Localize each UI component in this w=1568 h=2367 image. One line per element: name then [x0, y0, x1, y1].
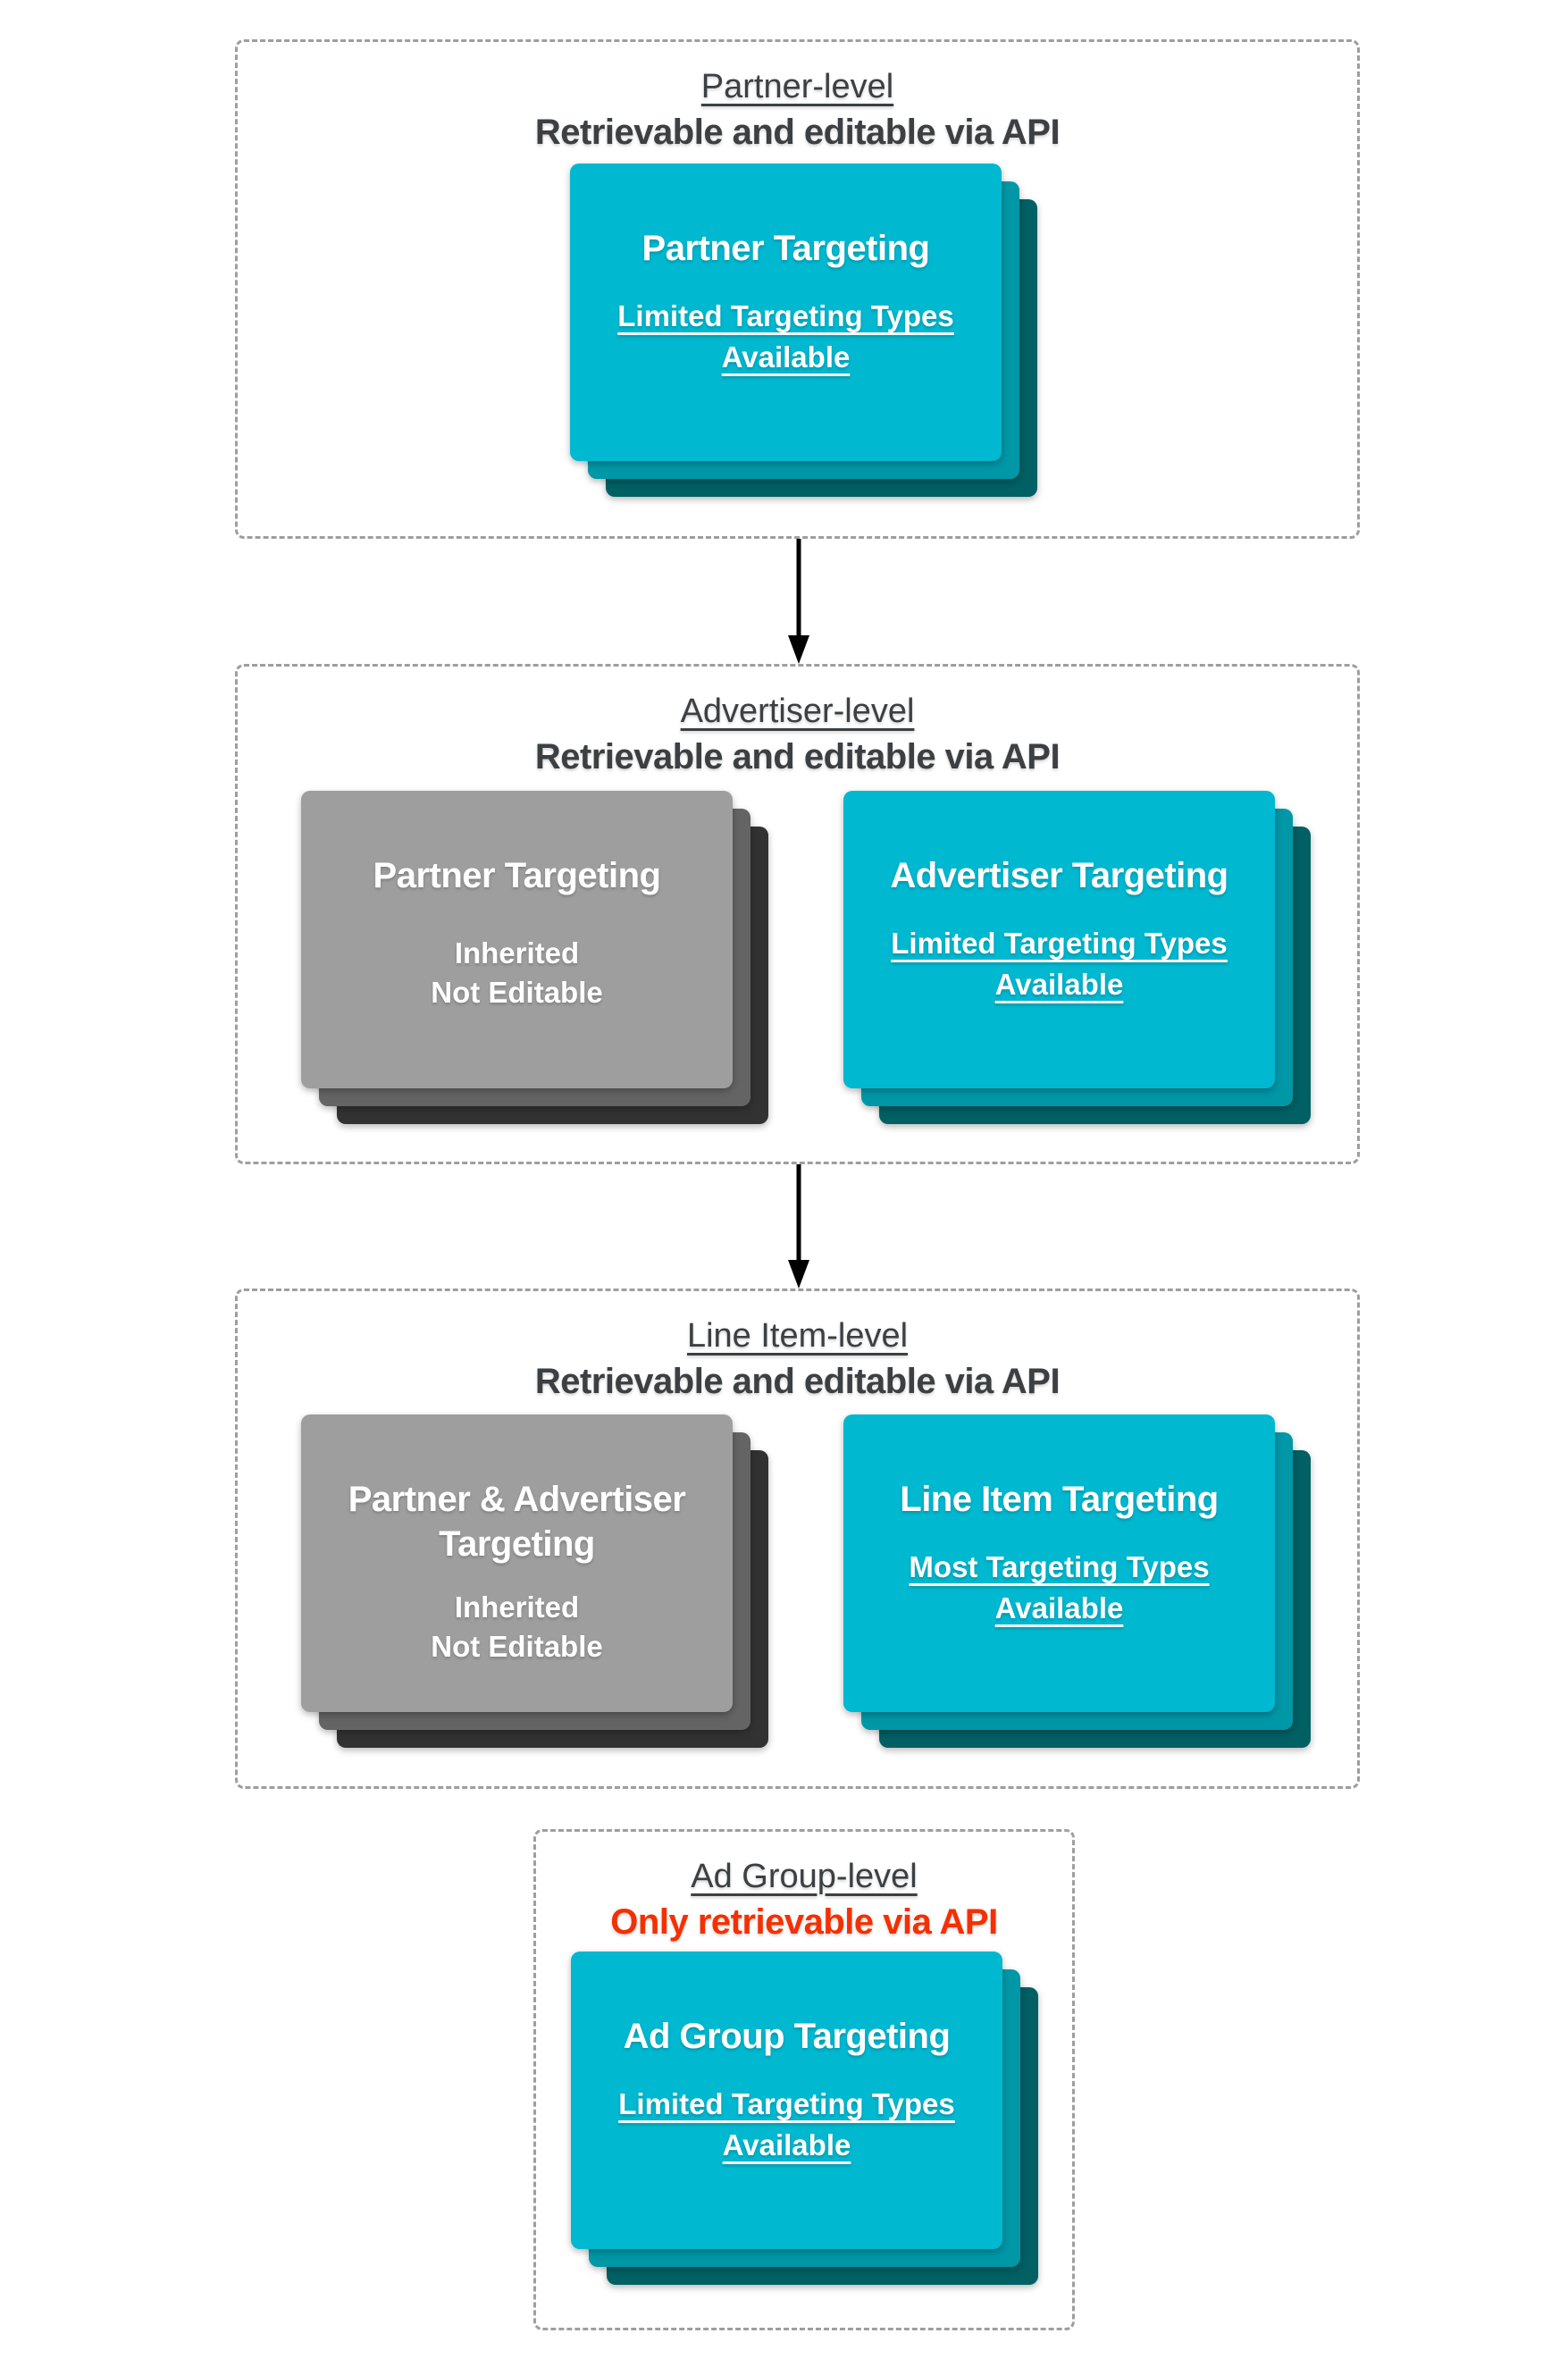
card-title: Advertiser Targeting: [890, 856, 1228, 895]
section-title: Advertiser-level: [680, 692, 915, 730]
section-subtitle: Retrievable and editable via API: [534, 113, 1061, 152]
flow-arrow-partner-to-advertiser: [788, 539, 809, 664]
card-subtitle: Limited Targeting Types Available: [617, 299, 954, 374]
card-face: Line Item Targeting Most Targeting Types…: [843, 1414, 1275, 1712]
card-ad-group-targeting: Ad Group Targeting Limited Targeting Typ…: [571, 1952, 1038, 2285]
card-subtitle: Limited Targeting Types Available: [891, 927, 1228, 1001]
section-title: Partner-level: [700, 68, 894, 105]
card-face: Partner Targeting Limited Targeting Type…: [570, 164, 1002, 461]
section-header: Line Item-level Retrievable and editable…: [238, 1318, 1357, 1402]
section-title: Line Item-level: [686, 1317, 909, 1355]
card-face: Advertiser Targeting Limited Targeting T…: [843, 791, 1275, 1088]
section-subtitle: Only retrievable via API: [610, 1902, 998, 1942]
card-title: Partner & Advertiser Targeting: [348, 1480, 686, 1564]
section-partner-level: Partner-level Retrievable and editable v…: [235, 39, 1360, 539]
card-note: Not Editable: [431, 1630, 603, 1663]
card-title: Line Item Targeting: [900, 1480, 1219, 1519]
card-partner-advertiser-targeting-inherited: Partner & Advertiser Targeting Inherited…: [301, 1414, 768, 1748]
section-ad-group-level: Ad Group-level Only retrievable via API …: [533, 1829, 1075, 2330]
card-face: Partner & Advertiser Targeting Inherited…: [301, 1414, 733, 1712]
card-notes: Inherited Not Editable: [315, 1588, 718, 1666]
card-notes: Inherited Not Editable: [315, 934, 718, 1012]
card-face: Ad Group Targeting Limited Targeting Typ…: [571, 1952, 1002, 2249]
section-subtitle: Retrievable and editable via API: [534, 737, 1061, 776]
card-subtitle: Limited Targeting Types Available: [618, 2087, 955, 2161]
card-title: Ad Group Targeting: [623, 2017, 951, 2056]
card-face: Partner Targeting Inherited Not Editable: [301, 791, 733, 1088]
card-note: Inherited: [454, 936, 580, 969]
section-advertiser-level: Advertiser-level Retrievable and editabl…: [235, 664, 1360, 1164]
card-advertiser-targeting: Advertiser Targeting Limited Targeting T…: [843, 791, 1311, 1124]
card-note: Not Editable: [431, 976, 603, 1009]
card-subtitle: Most Targeting Types Available: [909, 1550, 1210, 1624]
card-note: Inherited: [454, 1591, 580, 1624]
flow-arrow-advertiser-to-line-item: [788, 1164, 809, 1288]
card-partner-targeting: Partner Targeting Limited Targeting Type…: [570, 164, 1037, 497]
section-title: Ad Group-level: [691, 1858, 918, 1895]
card-line-item-targeting: Line Item Targeting Most Targeting Types…: [843, 1414, 1311, 1748]
section-line-item-level: Line Item-level Retrievable and editable…: [235, 1288, 1360, 1789]
section-header: Advertiser-level Retrievable and editabl…: [238, 693, 1357, 777]
card-title: Partner Targeting: [373, 856, 661, 895]
section-header: Partner-level Retrievable and editable v…: [238, 69, 1357, 153]
section-subtitle: Retrievable and editable via API: [534, 1362, 1061, 1401]
card-partner-targeting-inherited: Partner Targeting Inherited Not Editable: [301, 791, 768, 1124]
section-header: Ad Group-level Only retrievable via API: [536, 1859, 1072, 1943]
card-title: Partner Targeting: [641, 229, 930, 268]
